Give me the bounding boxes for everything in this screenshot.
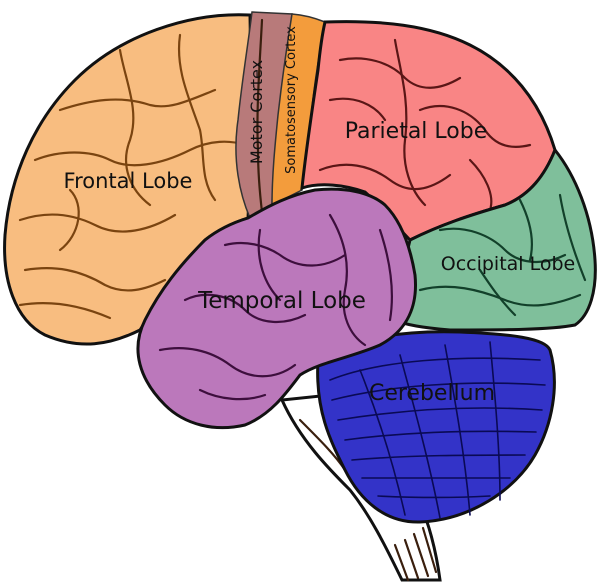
parietal-folds — [318, 38, 532, 212]
occipital-lobe-region — [393, 147, 597, 332]
cerebellum-folds — [329, 341, 546, 519]
label-cerebellum: Cerebellum — [369, 381, 495, 406]
temporal-folds — [158, 213, 394, 401]
occipital-folds — [418, 193, 587, 317]
label-parietal-lobe: Parietal Lobe — [345, 119, 488, 144]
label-somatosensory-cortex: Somatosensory Cortex — [284, 26, 299, 174]
cerebellum-region — [316, 330, 556, 524]
label-occipital-lobe: Occipital Lobe — [441, 253, 576, 275]
temporal-lobe-region — [136, 187, 418, 430]
label-temporal-lobe: Temporal Lobe — [197, 288, 366, 314]
frontal-folds — [18, 33, 247, 320]
label-frontal-lobe: Frontal Lobe — [64, 169, 193, 193]
label-motor-cortex: Motor Cortex — [247, 60, 266, 164]
